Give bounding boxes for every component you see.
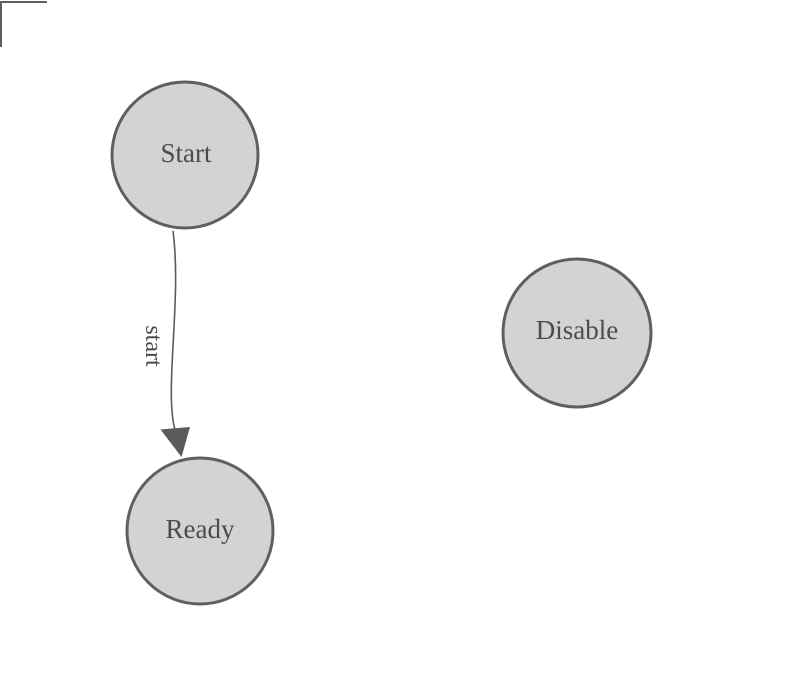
canvas-origin-corner (0, 1, 47, 47)
state-node-ready[interactable]: Ready (125, 456, 275, 606)
state-label-start: Start (161, 138, 212, 168)
edge-line[interactable] (170, 230, 177, 431)
state-node-disable[interactable]: Disable (501, 257, 653, 409)
transition-start-to-ready[interactable]: start (140, 230, 191, 457)
arrowhead-icon[interactable] (160, 427, 191, 457)
state-circle-ready[interactable] (125, 456, 275, 606)
state-circle-disable[interactable] (501, 257, 653, 409)
state-node-start[interactable]: Start (110, 80, 260, 230)
edge-label[interactable]: start (140, 325, 166, 367)
state-label-ready: Ready (166, 514, 235, 544)
state-circle-start[interactable] (110, 80, 260, 230)
state-label-disable: Disable (536, 315, 618, 345)
